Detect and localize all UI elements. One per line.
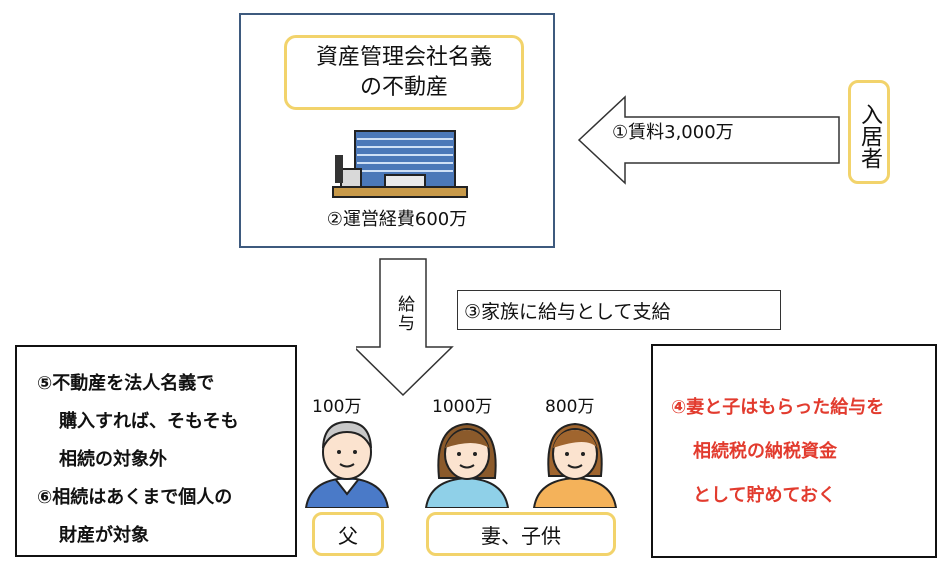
rent-arrow-icon xyxy=(577,95,840,185)
note-line: ⑤不動産を法人名義で xyxy=(37,373,215,394)
note-line: 財産が対象 xyxy=(59,525,149,546)
wife-amount: 1000万 xyxy=(432,397,493,417)
note-line: 相続の対象外 xyxy=(59,449,167,470)
note-line: 購入すれば、そもそも xyxy=(59,411,239,432)
child-amount: 800万 xyxy=(545,397,595,417)
note-line: ④妻と子はもらった給与を xyxy=(671,397,885,418)
note-line: ⑥相続はあくまで個人の xyxy=(37,487,233,508)
father-label: 父 xyxy=(312,512,384,556)
child-icon xyxy=(532,422,618,508)
tenant-label: 入居者 xyxy=(848,80,890,184)
father-amount: 100万 xyxy=(312,397,362,417)
note-line: 相続税の納税資金 xyxy=(693,441,837,462)
salary-arrow-label: 給与 xyxy=(394,295,414,333)
inheritance-note-box: ⑤不動産を法人名義で 購入すれば、そもそも 相続の対象外 ⑥相続はあくまで個人の… xyxy=(15,345,297,557)
wife-icon xyxy=(424,422,510,508)
father-icon xyxy=(304,420,390,508)
tax-fund-note-box: ④妻と子はもらった給与を 相続税の納税資金 として貯めておく xyxy=(651,344,937,558)
note-line: として貯めておく xyxy=(693,485,836,506)
company-title: 資産管理会社名義 の不動産 xyxy=(284,35,524,110)
rent-label: ①賃料3,000万 xyxy=(612,122,734,143)
salary-arrow-icon xyxy=(356,258,454,397)
wife-child-label: 妻、子供 xyxy=(426,512,616,556)
family-salary-note: ③家族に給与として支給 xyxy=(457,290,781,330)
operating-cost-label: ②運営経費600万 xyxy=(326,209,468,230)
building-icon xyxy=(332,130,468,198)
